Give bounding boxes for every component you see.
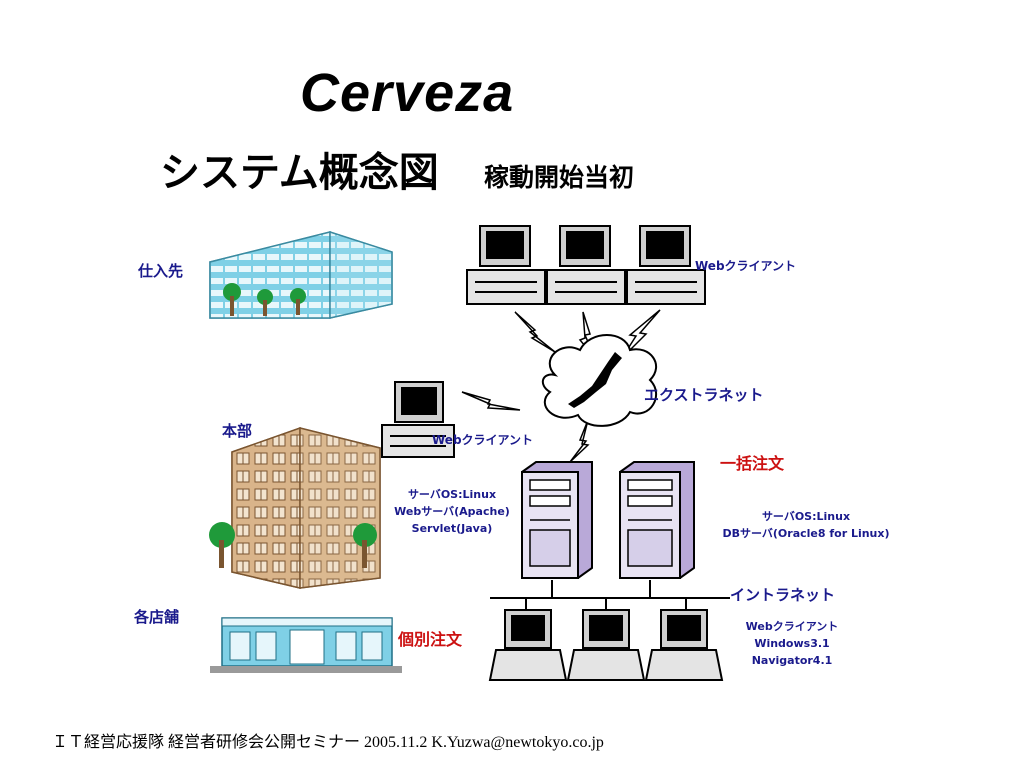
label-extranet: エクストラネット [644,386,764,404]
db-server-spec-line: サーバOS:Linux [761,510,851,523]
web-server-spec-line: サーバOS:Linux [407,488,497,501]
page-subtitle-note: 稼動開始当初 [484,163,635,192]
store-client-pc-1-icon [488,609,568,681]
page-subtitle: システム概念図 [160,150,439,196]
label-intranet: イントラネット [730,586,836,604]
store-client-spec-line: Navigator4.1 [751,654,833,667]
cloud-japan-icon [541,334,657,427]
web-server-icon [521,461,593,579]
intranet-network-line [490,580,730,612]
hq-client-pc-icon [381,381,455,458]
db-server-icon [619,461,695,579]
label-web-server-spec: サーバOS:Linux Webサーバ(Apache) Servlet(Java) [382,486,522,537]
label-supplier: 仕入先 [138,262,184,280]
label-headquarters: 本部 [222,422,253,440]
label-individual-order: 個別注文 [398,630,463,649]
supplier-building-icon [209,230,393,319]
label-web-client-top: Webクライアント [695,259,797,273]
label-web-client-hq: Webクライアント [432,433,534,447]
store-client-pc-3-icon [644,609,724,681]
store-building-icon [210,617,402,673]
label-store-client-spec: Webクライアント Windows3.1 Navigator4.1 [728,618,856,669]
store-client-pc-2-icon [566,609,646,681]
store-client-spec-line: Webクライアント [745,620,839,633]
top-client-pc-1-icon [466,225,546,305]
footer-credit: ＩＴ経営応援隊 経営者研修会公開セミナー 2005.11.2 K.Yuzwa@n… [52,734,604,751]
page-title: Cerveza [300,63,515,123]
label-stores: 各店舗 [134,608,180,626]
label-db-server-spec: サーバOS:Linux DBサーバ(Oracle8 for Linux) [706,508,906,542]
store-client-spec-line: Windows3.1 [754,637,830,650]
top-client-pc-3-icon [626,225,706,305]
db-server-spec-line: DBサーバ(Oracle8 for Linux) [722,527,890,540]
web-server-spec-line: Servlet(Java) [411,522,493,535]
headquarters-building-icon [209,426,381,589]
label-bulk-order: 一括注文 [720,454,785,473]
top-client-pc-2-icon [546,225,626,305]
web-server-spec-line: Webサーバ(Apache) [394,505,510,518]
